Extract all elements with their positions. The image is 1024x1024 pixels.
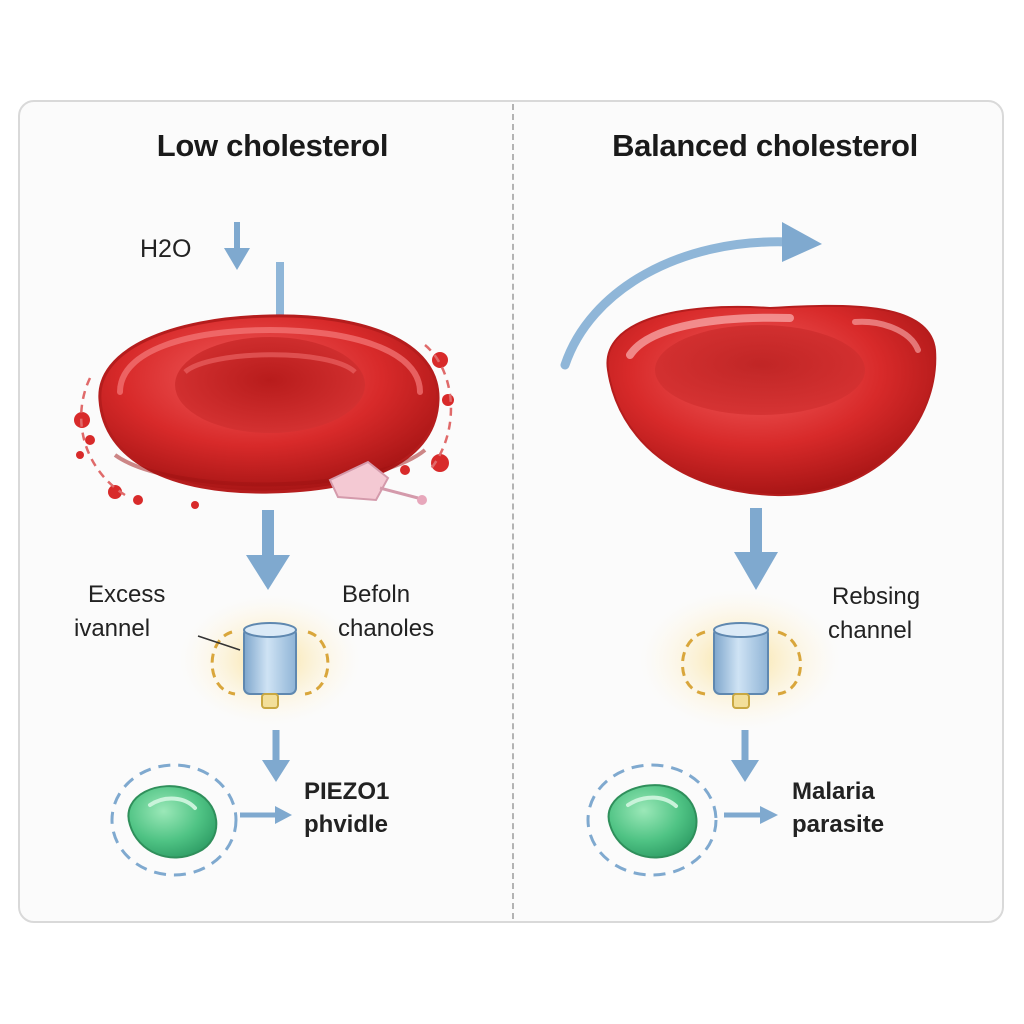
- right-parasite-cell: [586, 763, 718, 877]
- phvidle-label: phvidle: [304, 811, 389, 838]
- left-arrow-to-parasite: [262, 730, 290, 782]
- chanoles-label: chanoles: [338, 615, 435, 642]
- left-parasite-cell: [110, 763, 238, 877]
- right-arrow-to-channel: [734, 508, 778, 590]
- befoln-label: Befoln: [342, 581, 411, 608]
- rebsing-label: Rebsing: [832, 583, 921, 610]
- curved-flow-arrow: [560, 222, 822, 370]
- malaria-label: Malaria: [792, 778, 875, 805]
- left-arrow-to-label: [240, 806, 292, 824]
- water-influx-arrow: [224, 222, 250, 270]
- diagram-frame: [18, 100, 1004, 923]
- water-label: H2O: [140, 235, 192, 263]
- channel-label: channel: [828, 617, 913, 644]
- right-arrow-to-label: [724, 806, 778, 824]
- piezo1-label: PIEZO1: [304, 778, 390, 805]
- panel-divider: [512, 104, 514, 919]
- healthy-red-blood-cell: [606, 304, 937, 497]
- right-arrow-to-parasite: [731, 730, 759, 782]
- left-arrow-to-channel: [246, 510, 290, 590]
- right-panel-title: Balanced cholesterol: [612, 128, 918, 163]
- ivannel-label: ivannel: [74, 615, 151, 642]
- excess-label: Excess: [88, 581, 166, 608]
- left-ion-channel: [180, 595, 360, 725]
- damaged-red-blood-cell: [74, 314, 454, 509]
- parasite-label: parasite: [792, 811, 885, 838]
- left-panel-title: Low cholesterol: [156, 128, 389, 163]
- right-ion-channel: [640, 590, 840, 730]
